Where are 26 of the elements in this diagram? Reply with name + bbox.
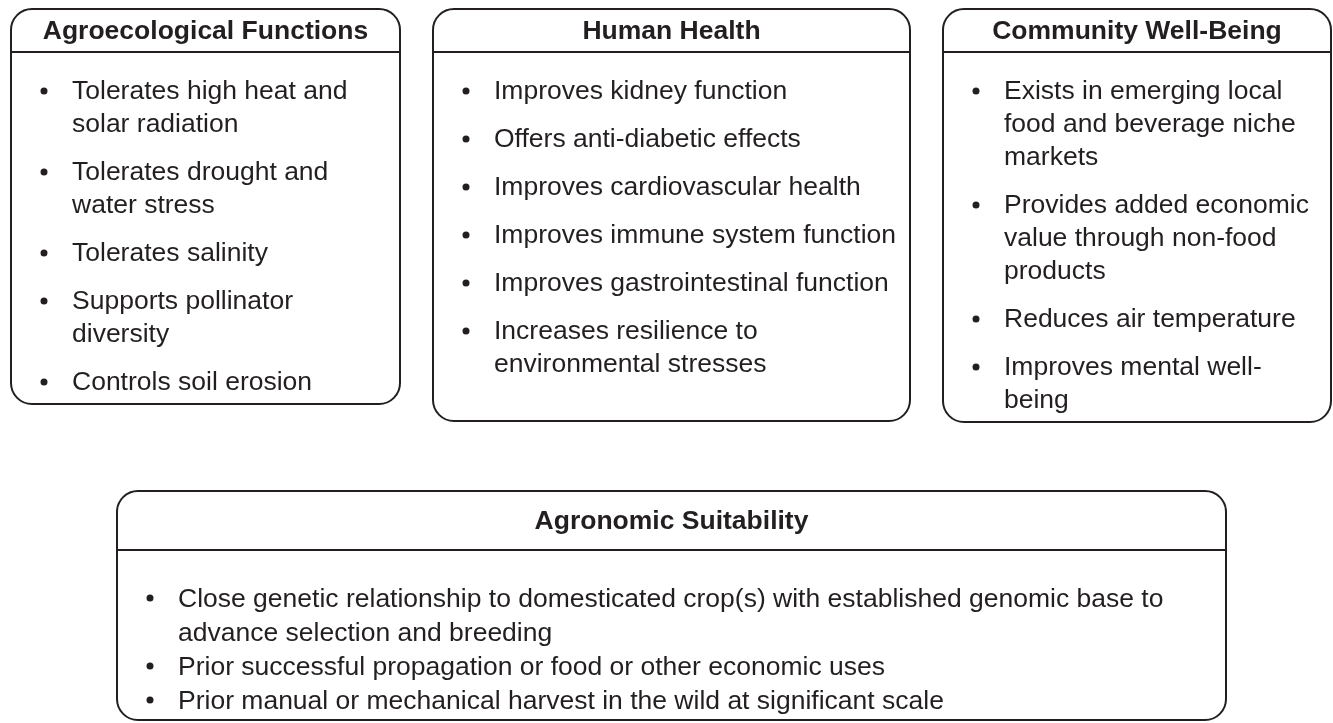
bullet-item: Tolerates salinity (34, 236, 391, 269)
bullet-item: Offers anti-diabetic effects (456, 122, 901, 155)
bullet-item: Close genetic relationship to domesticated crop(s) with established genomic base to advance selection and breeding (140, 581, 1217, 649)
bullet-item: Controls soil erosion (34, 365, 391, 398)
bullet-item: Reduces air temperature (966, 302, 1322, 335)
bullet-item: Exists in emerging local food and beverage niche markets (966, 74, 1322, 173)
card-heading: Agroecological Functions (12, 10, 399, 53)
bullet-item: Increases resilience to environmental stresses (456, 314, 901, 380)
category-card (942, 8, 1332, 423)
bullet-item: Provides added economic value through non-food products (966, 188, 1322, 287)
bullet-item: Tolerates drought and water stress (34, 155, 391, 221)
category-card (432, 8, 911, 422)
card-heading: Agronomic Suitability (118, 492, 1225, 551)
category-card (10, 8, 401, 405)
bullet-item: Prior successful propagation or food or other economic uses (140, 649, 1217, 683)
bullet-item: Prior manual or mechanical harvest in the wild at significant scale (140, 683, 1217, 717)
bullet-item: Improves kidney function (456, 74, 901, 107)
bullet-item: Improves gastrointestinal function (456, 266, 901, 299)
category-card (116, 490, 1227, 721)
bullet-item: Improves mental well-being (966, 350, 1322, 416)
bullet-item: Improves immune system function (456, 218, 901, 251)
bullet-item: Improves cardiovascular health (456, 170, 901, 203)
bullet-item: Tolerates high heat and solar radiation (34, 74, 391, 140)
card-heading: Community Well-Being (944, 10, 1330, 53)
card-heading: Human Health (434, 10, 909, 53)
bullet-item: Supports pollinator diversity (34, 284, 391, 350)
